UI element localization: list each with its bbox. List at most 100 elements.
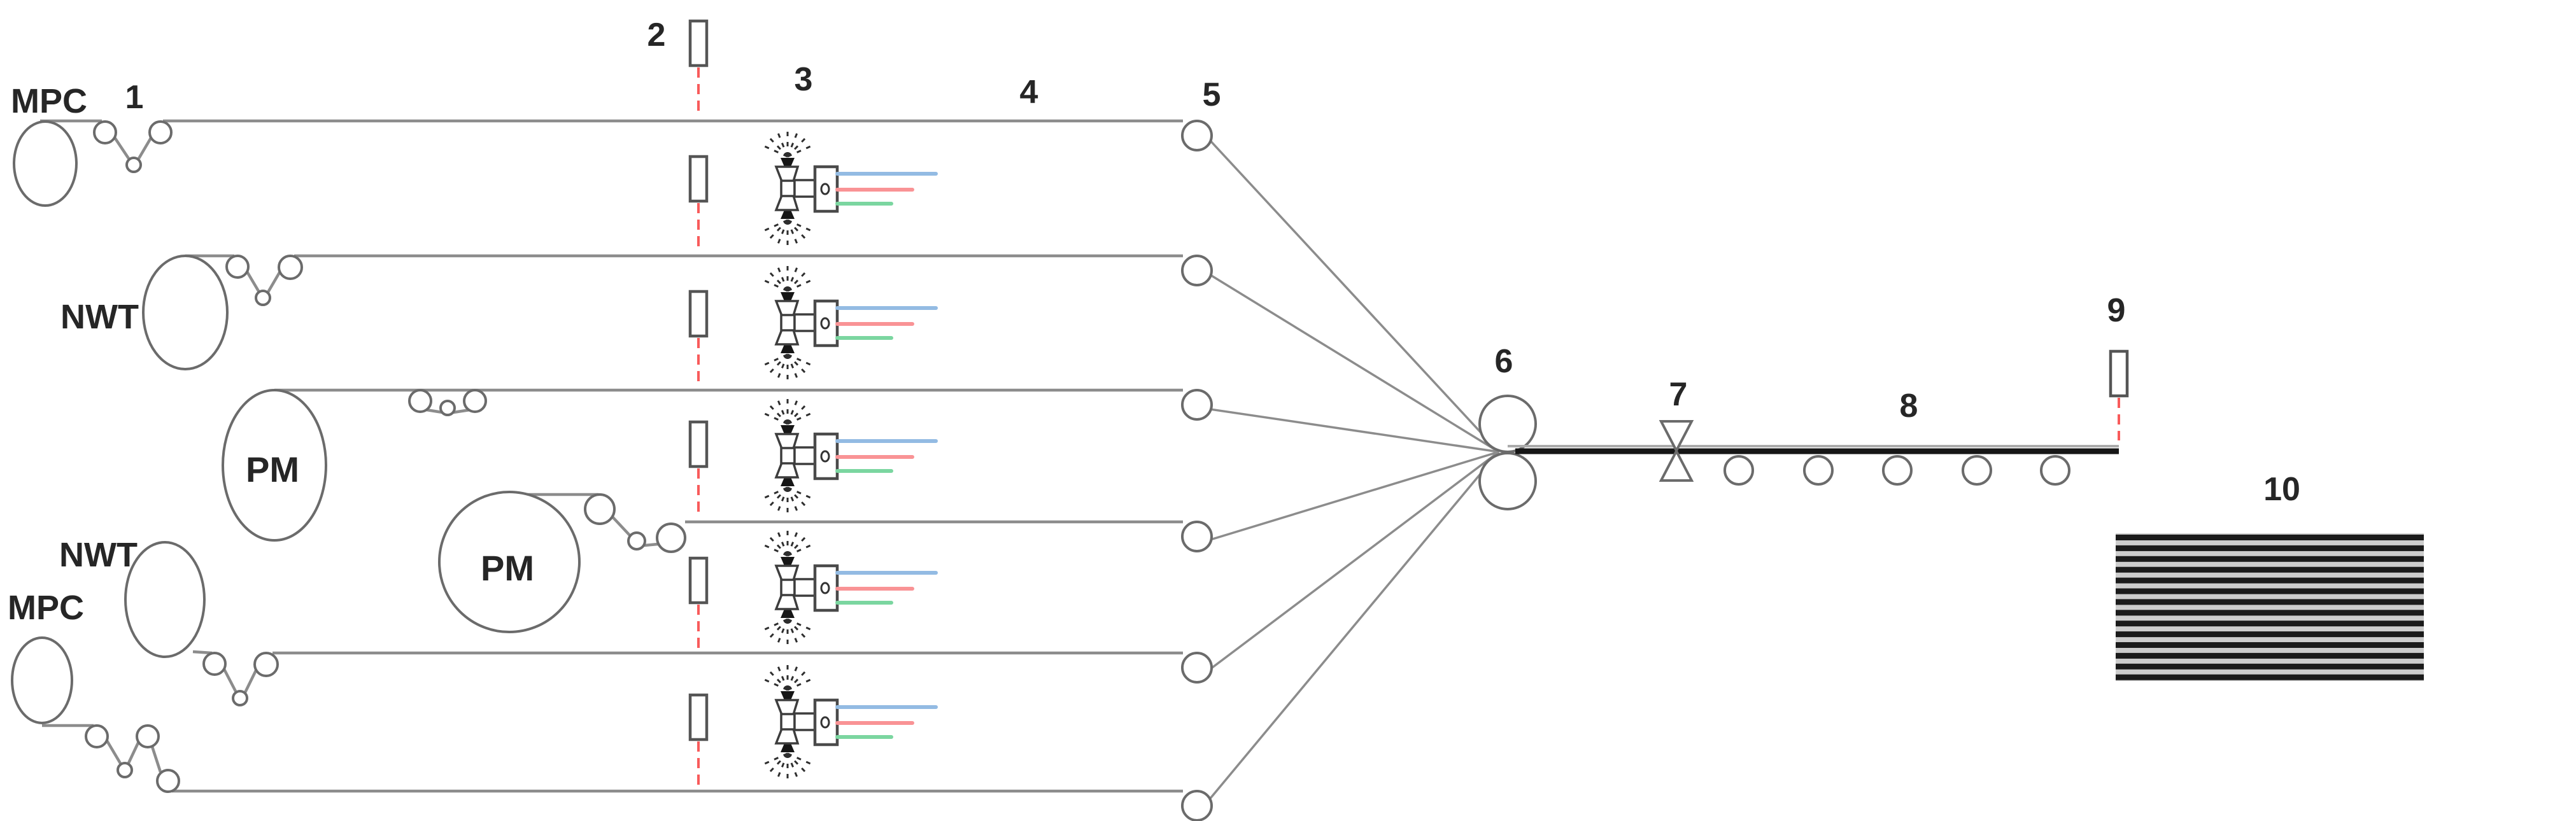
spray-fan-icon [766,618,789,642]
edge-sensor [688,420,709,468]
label-mpc-top: MPC [11,82,87,120]
dancer-roller [85,724,109,748]
spray-nozzle-tip-icon [781,609,795,618]
spray-port-icon [820,716,830,729]
label-num-3: 3 [795,61,813,98]
web-line [150,744,162,773]
sheet-stack-sheet [2116,535,2424,540]
spray-fan-icon [760,542,788,557]
sheet-stack-sheet [2116,674,2424,680]
label-num-5: 5 [1203,76,1221,113]
label-num-7: 7 [1669,376,1688,413]
spray-nozzle-tip-icon [781,557,795,566]
spray-nozzle-tip-icon [781,743,795,752]
spray-fan-icon [786,618,809,642]
sheet-stack-sheet [2116,577,2424,584]
outfeed-roller [1723,455,1754,486]
edge-sensor [688,693,709,741]
web-end-roller [1181,120,1213,151]
dancer-roller [463,389,487,413]
unwind-roll-mpc [11,636,73,724]
spray-fan-icon [787,410,815,425]
sheet-stack-sheet [2116,588,2424,594]
dancer-roller [656,523,686,553]
web-line [453,408,471,414]
converge-line [1210,274,1499,453]
spray-fan-icon [760,143,788,158]
spray-nozzle-mount [780,579,796,596]
spray-fan-icon [787,353,815,368]
web-end-roller [1181,389,1213,421]
spray-connector-arm [793,446,816,465]
spray-fan-icon [775,263,789,291]
nip-roll [1478,452,1537,510]
label-num-1: 1 [125,79,144,116]
dancer-roller [255,290,271,306]
dancer-roller [253,652,279,677]
spray-fan-icon [766,752,789,776]
spray-fan-icon [787,677,815,691]
spray-fan-icon [786,396,800,425]
edge-sensor [688,556,709,605]
sheet-stack-sheet [2116,610,2424,616]
sheet-stack-sheet [2116,663,2424,670]
sheet-stack-sheet [2116,642,2424,648]
sheet-stack-sheet [2116,556,2424,562]
unwind-roll-nwt [124,541,206,658]
label-num-6: 6 [1495,343,1513,380]
unwind-roll-nwt [142,255,229,370]
spray-fan-icon [786,134,809,158]
dancer-roller [148,120,173,144]
spray-fan-icon [760,277,788,292]
web-end-roller [1181,790,1213,821]
spray-fan-icon [787,486,815,501]
dancer-roller [225,255,250,279]
spray-nozzle-mount [780,447,796,465]
spray-fan-icon [786,353,809,377]
spray-fan-icon [760,752,788,767]
dancer-roller [93,120,117,144]
label-mpc-bottom: MPC [8,589,84,627]
spray-fan-icon [775,129,789,157]
label-nwt-lower: NWT [59,536,138,574]
edge-sensor [688,19,709,67]
spray-fan-icon [786,533,809,557]
spray-fan-icon [766,668,789,691]
unwind-roll-pm [222,389,327,542]
dancer-roller [125,157,142,173]
label-num-2: 2 [648,17,666,53]
dancer-roller [202,652,227,676]
dancer-roller [156,769,180,793]
label-pm-upper: PM [246,449,299,489]
spray-connector-arm [793,578,816,597]
converge-line [1210,451,1499,541]
web-line [426,408,443,414]
spray-fan-icon [786,487,800,516]
spray-fan-icon [786,619,800,647]
spray-fan-icon [786,753,800,782]
spray-fan-icon [775,220,789,248]
dancer-roller [408,389,432,413]
edge-sensor [2109,349,2129,398]
unwind-roll-pm [438,491,581,633]
web-end-roller [1181,521,1213,552]
spray-nozzle-mount [780,713,796,731]
spray-fan-icon [786,668,809,691]
spray-fan-icon [787,143,815,158]
spray-fan-icon [786,662,800,691]
spray-fan-icon [786,354,800,382]
spray-port-icon [820,450,830,463]
outfeed-roller [1962,455,1992,486]
edge-sensor [688,155,709,203]
spray-port-icon [820,582,830,594]
outfeed-roller [1803,455,1834,486]
dancer-roller [232,690,248,706]
spray-nozzle-mount [780,314,796,332]
spray-port-icon [820,317,830,330]
sheet-stack-sheet [2116,652,2424,659]
dancer-roller [584,493,616,525]
label-nwt-upper: NWT [60,298,139,336]
spray-fan-icon [766,402,789,425]
